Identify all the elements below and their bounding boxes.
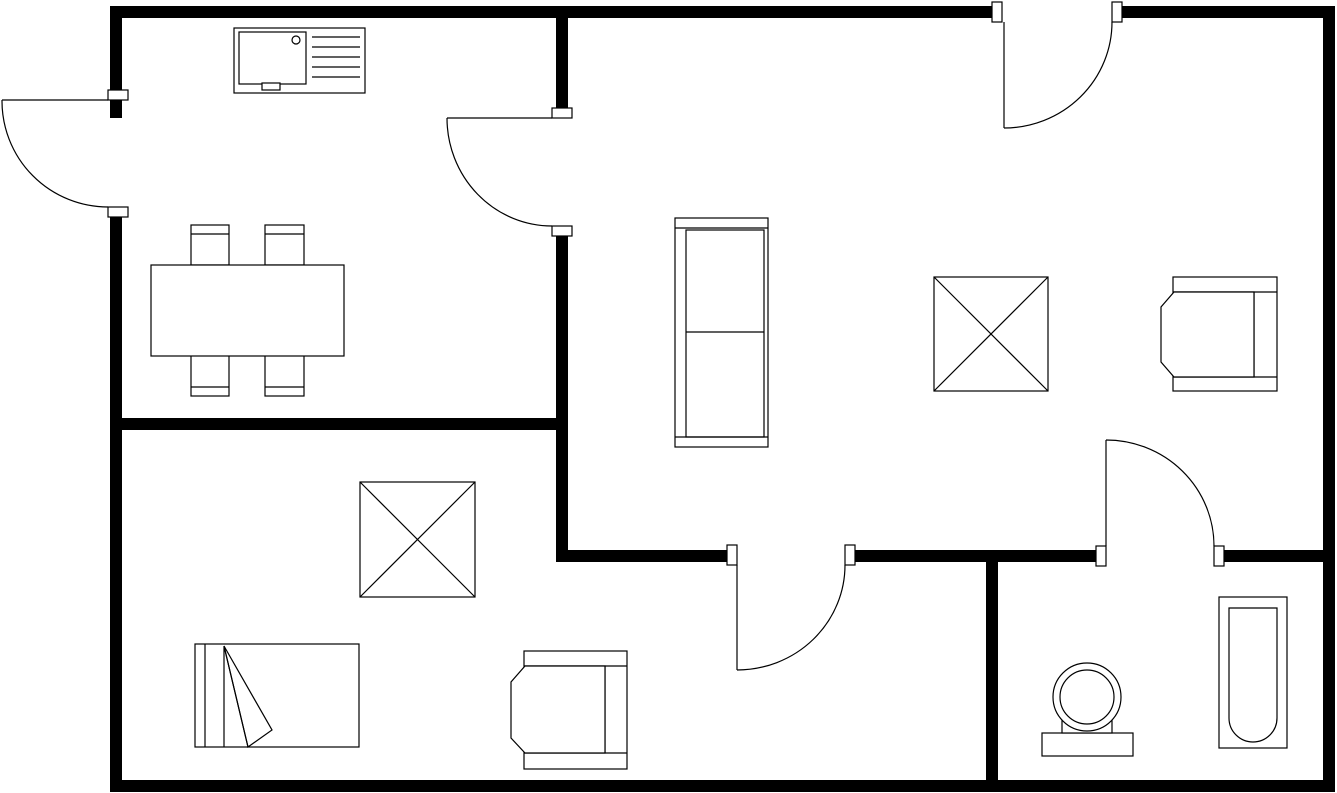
bed[interactable] bbox=[194, 643, 360, 749]
door-jamb bbox=[1213, 545, 1225, 567]
sofa[interactable] bbox=[674, 217, 769, 448]
doors bbox=[1, 1, 1225, 671]
door-jamb bbox=[107, 206, 129, 218]
kitchen-sink[interactable] bbox=[233, 27, 366, 94]
bathtub-basin bbox=[1228, 607, 1278, 743]
bathroom-door[interactable] bbox=[1095, 439, 1225, 567]
door-jamb bbox=[1095, 545, 1107, 567]
bathtub[interactable] bbox=[1218, 596, 1288, 749]
living-room bbox=[674, 217, 1278, 448]
coffee-table[interactable] bbox=[933, 276, 1049, 392]
door-jamb bbox=[991, 1, 1003, 23]
dining-chair bbox=[264, 224, 305, 266]
wall-kitchen-living-lower bbox=[556, 226, 735, 562]
front-door[interactable] bbox=[1, 89, 129, 218]
door-swing-arc bbox=[736, 564, 846, 671]
armchair[interactable] bbox=[510, 650, 628, 770]
kitchen-dining-room bbox=[150, 27, 366, 397]
bedroom-door[interactable] bbox=[726, 544, 856, 671]
bed-frame bbox=[194, 643, 360, 748]
door-swing-arc bbox=[1, 99, 109, 208]
dining-chair bbox=[190, 354, 230, 397]
door-jamb bbox=[551, 225, 573, 237]
sink-drain bbox=[291, 35, 301, 45]
door-jamb bbox=[551, 107, 573, 119]
sink-tap bbox=[261, 82, 281, 91]
sink-drainboard bbox=[312, 36, 360, 78]
door-swing-arc bbox=[446, 117, 553, 227]
toilet-seat bbox=[1059, 669, 1115, 725]
bathroom bbox=[1041, 596, 1288, 757]
walls bbox=[110, 6, 1335, 792]
toilet-tank bbox=[1041, 732, 1134, 757]
door-swing-arc bbox=[1105, 439, 1215, 547]
armchair[interactable] bbox=[1160, 276, 1278, 392]
outer-wall-top-left bbox=[110, 6, 998, 118]
side-table[interactable] bbox=[359, 481, 476, 598]
door-jamb bbox=[844, 544, 856, 566]
living-top-door[interactable] bbox=[991, 1, 1123, 129]
toilet[interactable] bbox=[1041, 662, 1134, 757]
dining-chair bbox=[190, 224, 230, 266]
dining-set[interactable] bbox=[150, 224, 345, 397]
door-jamb bbox=[726, 544, 738, 566]
kitchen-living-door[interactable] bbox=[446, 107, 573, 237]
door-jamb bbox=[107, 89, 129, 101]
dining-table bbox=[150, 264, 345, 357]
outer-wall-top-right bbox=[1117, 6, 1335, 562]
bed-sheet-fold bbox=[223, 645, 249, 748]
bedroom bbox=[194, 481, 628, 770]
door-swing-arc bbox=[1003, 21, 1113, 129]
door-jamb bbox=[1111, 1, 1123, 23]
sofa-seat bbox=[685, 229, 765, 438]
outer-wall-left-bottom bbox=[110, 208, 1335, 792]
dining-chair bbox=[264, 354, 305, 397]
